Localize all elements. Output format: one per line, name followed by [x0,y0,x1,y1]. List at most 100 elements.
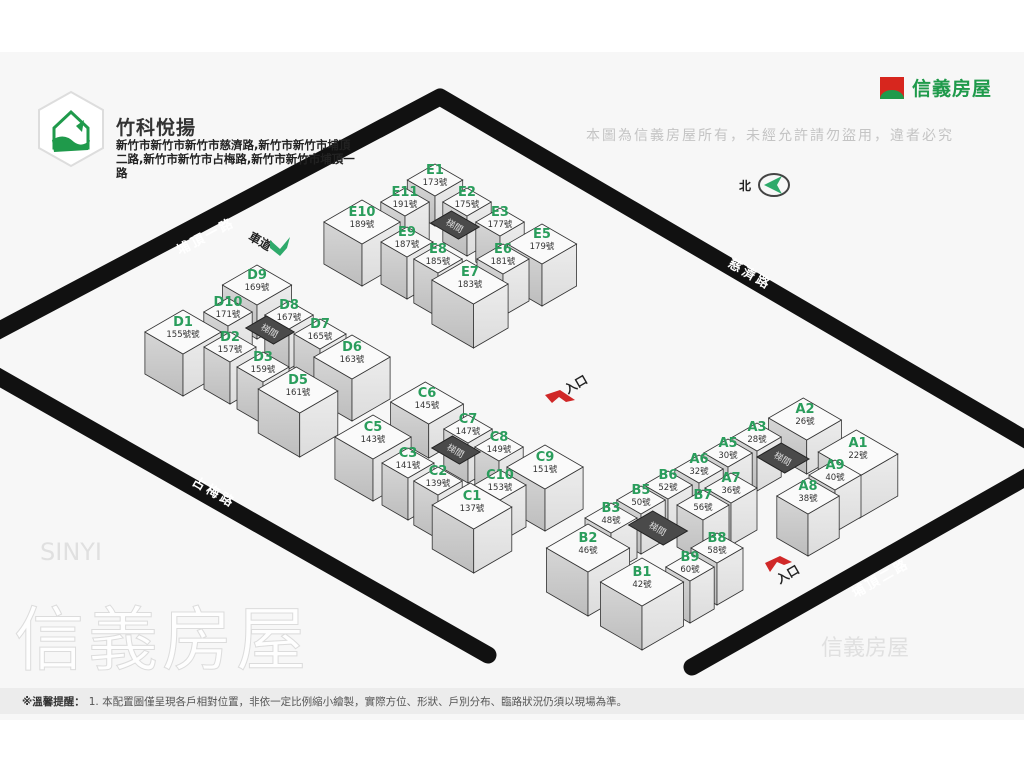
unit-number: 167號 [277,312,302,323]
watermark-text: 信義房屋 [14,599,310,681]
unit-id: C3 [399,446,418,461]
unit-roof [257,366,339,414]
unit-number: 60號 [680,564,700,575]
stairwell-A: 梯間 [755,442,811,474]
unit-roof [413,466,463,496]
unit-number: 163號 [340,354,365,365]
unit-roof [144,309,222,355]
unit-number: 191號 [393,199,418,210]
unit-roof [236,351,290,383]
unit-number: 36號 [721,485,741,496]
unit-number: 159號 [251,364,276,375]
unit-number: 26號 [795,416,815,427]
unit-id: D5 [288,373,308,388]
entrance-arrow-icon [765,556,792,572]
unit-roof [474,432,524,462]
stairwell-B: 梯間 [627,510,689,546]
unit-id: A7 [721,471,740,486]
unit-number: 147號 [456,426,481,437]
unit-id: E6 [494,242,512,257]
unit-roof [775,477,841,515]
unit-id: D3 [253,350,273,365]
unit-number: 185號 [426,256,451,267]
unit-number: 179號 [530,241,555,252]
unit-id: C1 [463,489,482,504]
unit-roof [381,447,435,479]
unit-roof [323,199,401,245]
unit-roof [584,502,638,534]
unit-number: 32號 [689,466,709,477]
unit-id: B1 [633,565,652,580]
unit-id: E2 [458,185,476,200]
unit-id: E7 [461,265,479,280]
unit-number: 30號 [718,450,738,461]
unit-id: C5 [364,420,383,435]
unit-id: D9 [247,268,267,283]
unit-number: 139號 [426,478,451,489]
unit-number: 181號 [491,256,516,267]
unit-roof [380,187,430,217]
unit-number: 175號 [455,199,480,210]
unit-number: 183號 [458,279,483,290]
unit-id: C9 [536,450,555,465]
unit-number: 149號 [487,444,512,455]
project-address: 新竹市新竹市新竹市慈濟路,新竹市新竹市埔頂二路,新竹市新竹市占梅路,新竹市新竹市… [116,138,355,180]
unit-roof [643,470,693,500]
entrance-marker-2: 入口 [765,556,802,587]
brand-name: 信義房屋 [912,78,993,100]
stairwell-roof [627,510,689,546]
footer-label: ※溫馨提醒： [22,695,85,708]
footer-text: 1. 本配置圖僅呈現各戶相對位置，非依一定比例縮小繪製，實際方位、形狀、戶別分布… [88,695,628,708]
unit-id: E1 [426,163,444,178]
unit-roof [313,334,391,380]
unit-id: C2 [429,464,448,479]
unit-number: 157號 [218,344,243,355]
unit-roof [334,414,412,460]
driveway-marker: 車道 [246,229,290,256]
unit-number: 171號 [216,309,241,320]
unit-number: 56號 [693,502,713,513]
unit-number: 58號 [707,545,727,556]
unit-roof [203,297,253,327]
unit-id: C6 [418,386,437,401]
unit-number: 177號 [488,219,513,230]
unit-roof [293,318,347,350]
unit-roof [413,244,463,274]
unit-number: 141號 [396,460,421,471]
entrance-label: 入口 [774,562,802,586]
unit-roof [203,331,257,363]
unit-roof [690,532,744,564]
unit-id: A2 [795,402,814,417]
unit-roof [476,243,530,275]
unit-id: B3 [602,501,621,516]
unit-id: B2 [579,531,598,546]
unit-id: B5 [632,483,651,498]
unit-number: 189號 [350,219,375,230]
entrance-arrow-icon [545,390,575,403]
project-title: 竹科悅揚 [116,117,197,139]
unit-roof [703,438,753,468]
stairwell-roof [244,315,296,345]
unit-roof [380,226,434,258]
unit-id: D6 [342,340,362,355]
unit-roof [431,482,513,530]
unit-roof [732,422,782,452]
unit-roof [808,459,862,491]
unit-roof [767,397,843,441]
unit-roof [599,557,685,607]
unit-id: D2 [220,330,240,345]
unit-roof [676,489,730,521]
unit-roof [221,264,293,306]
unit-number: 52號 [658,482,678,493]
compass: 北 [739,173,790,197]
unit-roof [443,414,493,444]
stairwell-roof [429,210,481,240]
